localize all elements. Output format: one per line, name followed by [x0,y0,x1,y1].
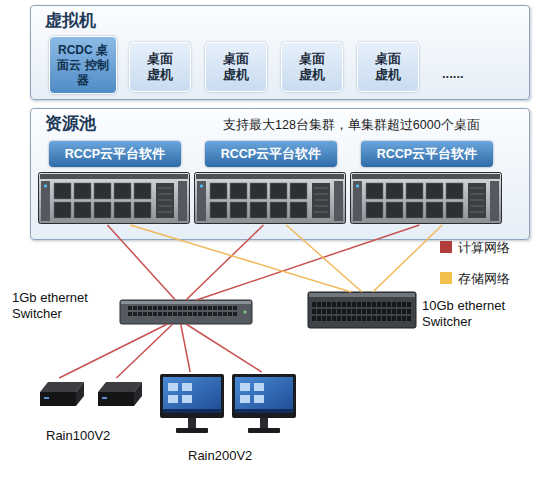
thin-client-illustration [40,382,142,406]
switch-1gb-illustration-part [120,300,252,324]
software-box: RCCP云平台软件 [361,141,493,167]
thin-client-illustration-part [40,382,84,406]
network-link [373,225,442,292]
resource-pool-panel: 资源池 支持最大128台集群，单集群超过6000个桌面 RCCP云平台软件 RCCP云… [30,108,530,240]
desktop-vm-box: 桌面 虚机 [357,42,419,92]
network-link [186,225,263,300]
switch-1gb-illustration-part [128,306,238,318]
network-link [107,225,175,300]
legend-swatch [440,272,452,284]
switch-1gb-illustration-part [244,311,247,314]
switch-10gb-illustration-part [309,293,415,297]
box-label: 桌面 虚机 [217,51,255,83]
switch-node: 10Gb ethernet Switcher [308,292,416,328]
server-illustration [39,173,502,224]
switch-1gb-illustration [120,300,252,324]
client-group: Rain100V2 [38,378,144,446]
note-text: 支持最大128台集群，单集群超过6000个桌面 [223,117,523,134]
server-illustration-part [351,173,502,224]
thin-client-illustration-part [98,382,142,406]
server-node: RCCP云平台软件 [351,141,503,225]
server-illustration-part [39,173,190,224]
switch-node: 1Gb ethernet Switcher [120,300,252,324]
monitor-illustration [160,374,296,433]
network-link [286,225,362,292]
network-link [116,324,172,378]
server-node: RCCP云平台软件 [195,141,347,225]
server-node: RCCP云平台软件 [39,141,191,225]
legend-text: 计算网络 [458,239,510,257]
desktop-vm-box: 桌面 虚机 [129,42,191,92]
controller-box: RCDC 桌面云 控制器 [49,36,117,94]
switch-10gb-illustration [308,292,416,328]
ellipsis-label: ...... [442,66,464,81]
device-label: Rain200V2 [188,448,252,463]
switch-1gb-illustration-part [121,301,251,304]
desktop-vm-box: 桌面 虚机 [205,42,267,92]
device-label: Rain100V2 [46,428,110,443]
panel-heading: 资源池 [45,112,96,135]
switch-label: 10Gb ethernet Switcher [422,298,540,330]
network-link [197,225,420,300]
software-box: RCCP云平台软件 [205,141,337,167]
switch-10gb-illustration-part [308,292,416,328]
box-label: 桌面 虚机 [141,51,179,83]
network-link [130,225,351,292]
server-illustration-part [195,173,346,224]
network-link [186,324,262,372]
box-label: RCDC 桌面云 控制器 [54,43,112,88]
panel-heading: 虚拟机 [45,9,96,32]
network-link [181,324,191,372]
monitor-illustration-part [160,374,224,433]
box-label: 桌面 虚机 [293,51,331,83]
legend-swatch [440,241,452,253]
desktop-vm-box: 桌面 虚机 [281,42,343,92]
switch-label: 1Gb ethernet Switcher [12,290,112,322]
client-group: Rain200V2 [158,372,298,466]
legend-text: 存储网络 [458,270,510,288]
software-box: RCCP云平台软件 [49,141,181,167]
monitor-illustration-part [232,374,296,433]
switch-10gb-illustration-part [312,302,412,323]
vm-panel: 虚拟机RCDC 桌面云 控制器桌面 虚机桌面 虚机桌面 虚机桌面 虚机 [30,5,530,100]
network-link [59,324,167,378]
box-label: 桌面 虚机 [369,51,407,83]
